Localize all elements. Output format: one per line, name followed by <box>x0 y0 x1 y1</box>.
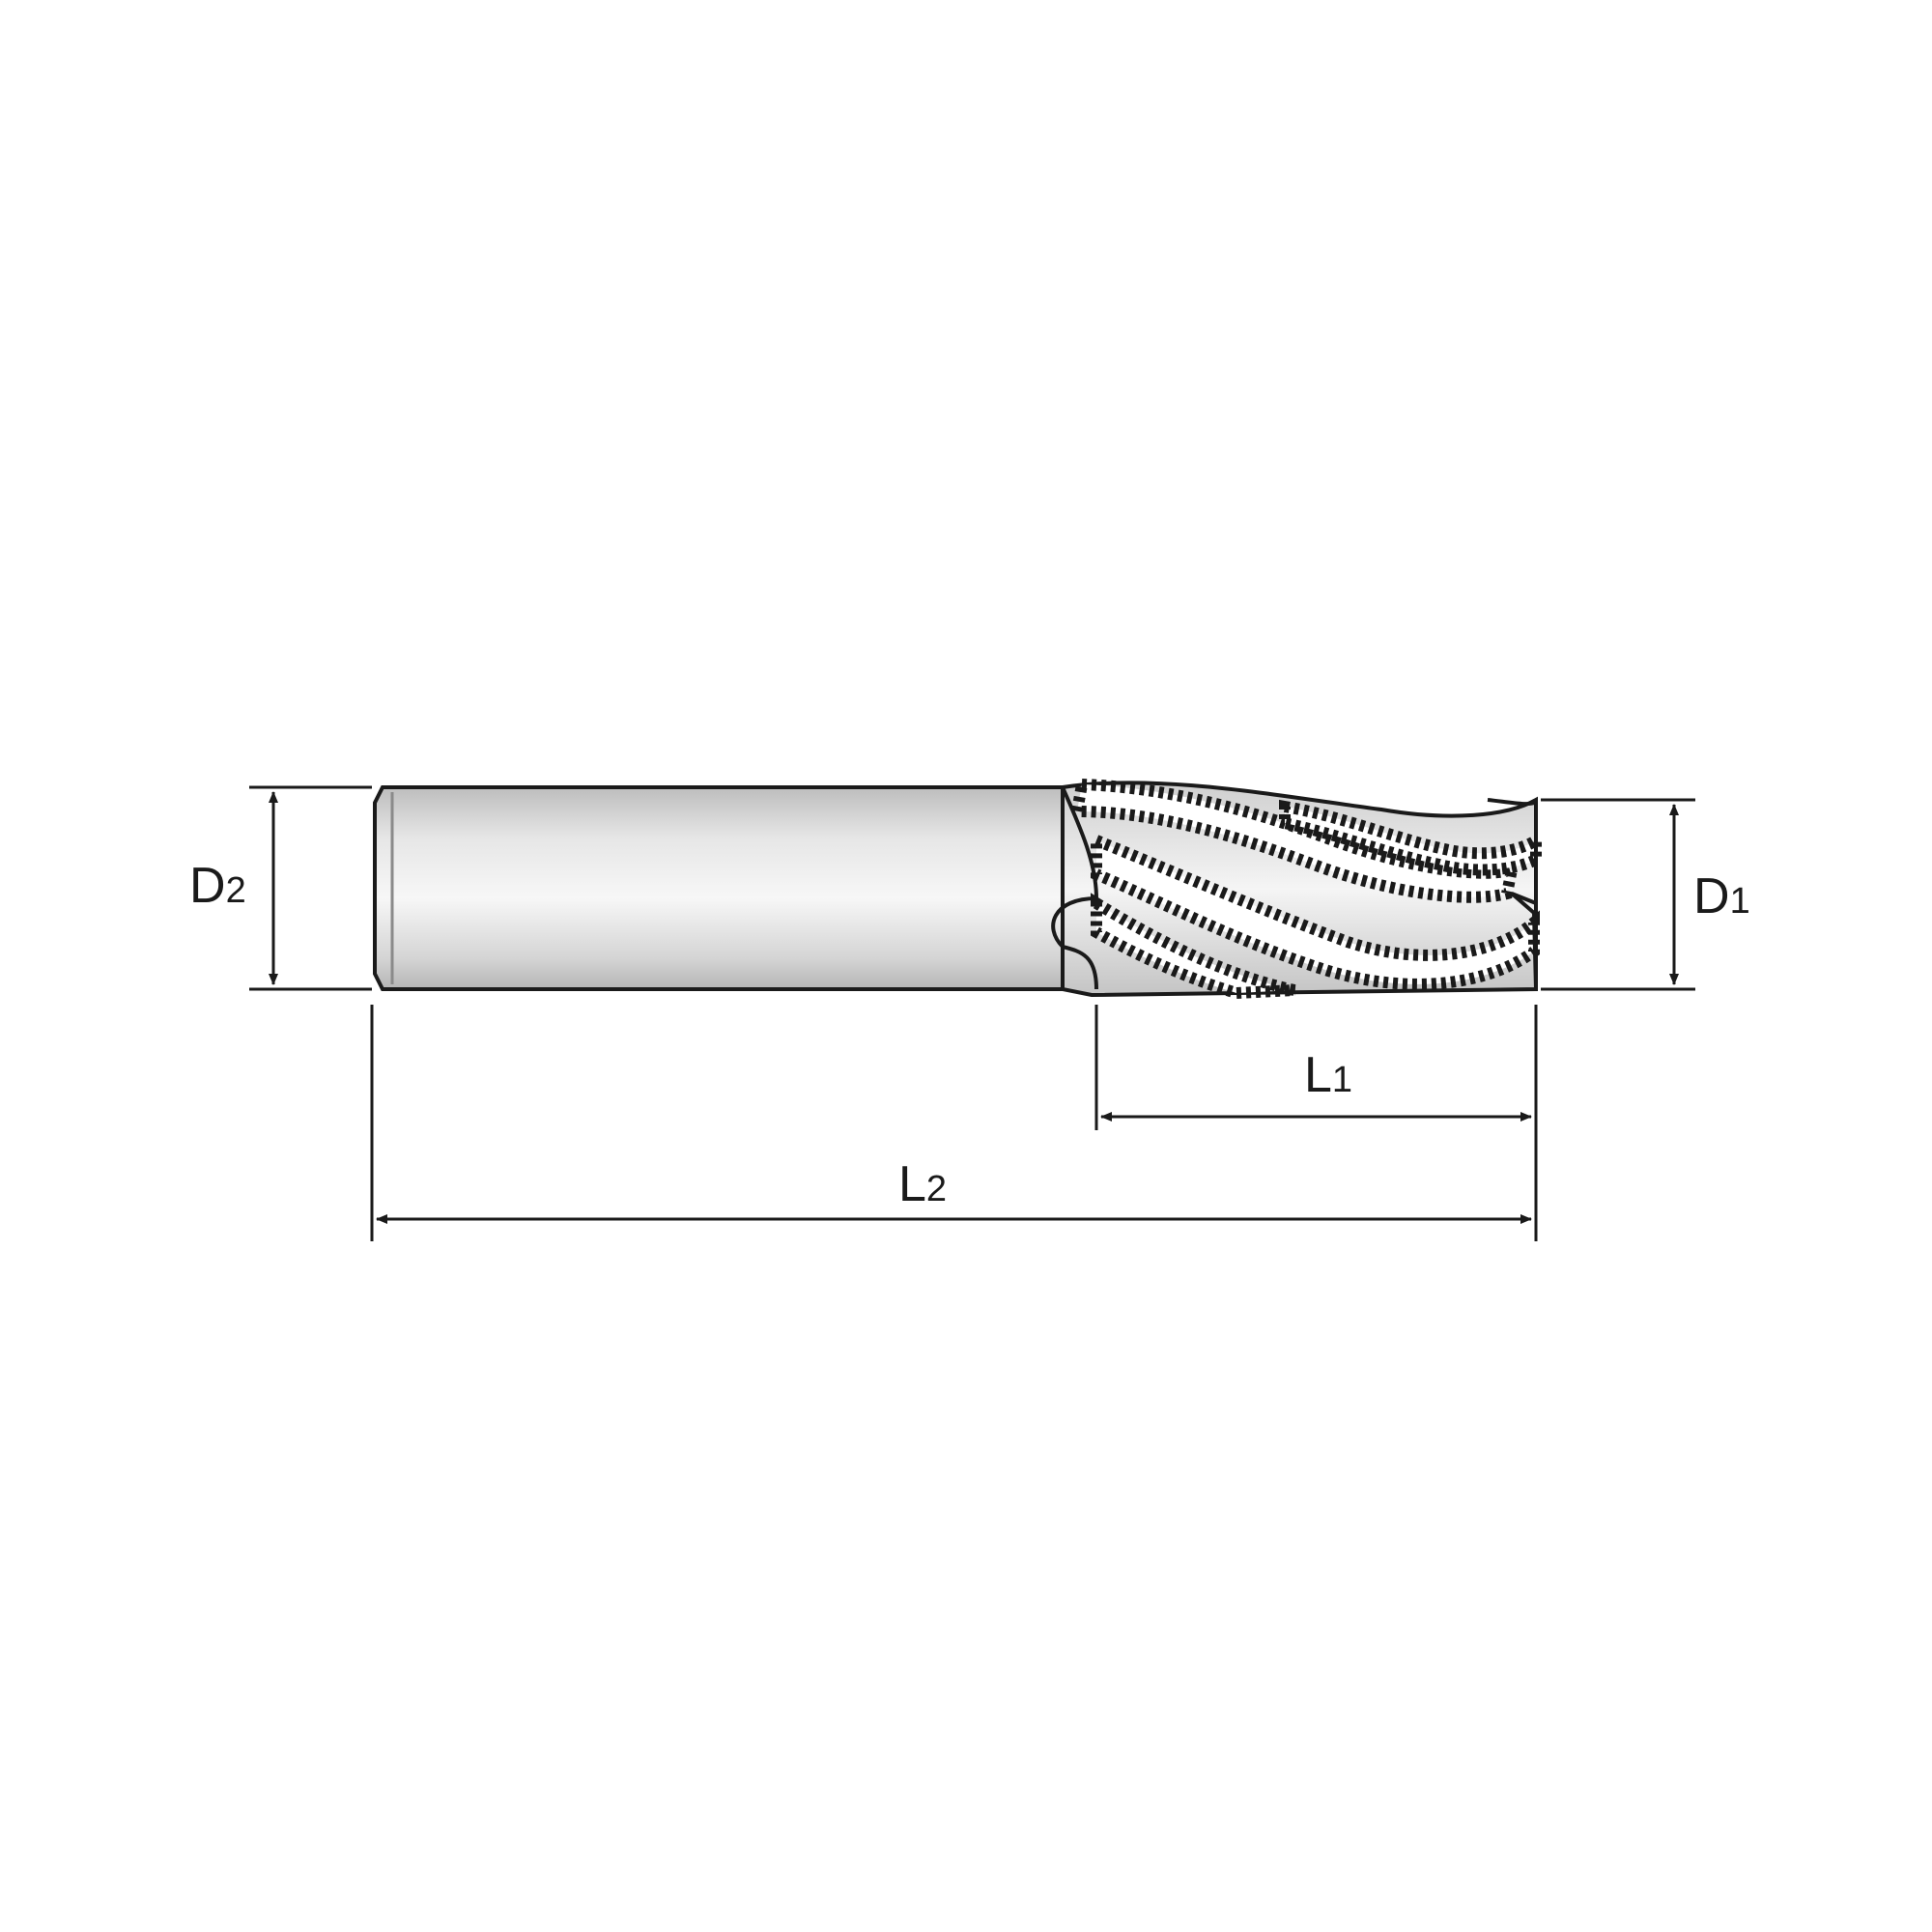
extension-lines <box>249 785 1695 1241</box>
l1-label: L1 <box>1304 1047 1352 1103</box>
flute-band <box>1091 893 1296 1000</box>
l2-label: L2 <box>898 1156 947 1212</box>
flute-band <box>1279 799 1542 876</box>
dimension-l1: L1 <box>1100 1047 1532 1122</box>
dimension-d2: D2 <box>189 791 278 985</box>
d1-label: D1 <box>1693 868 1750 924</box>
shank <box>373 785 1065 991</box>
flute-band <box>1069 778 1520 903</box>
dimension-l2: L2 <box>376 1156 1532 1224</box>
dimension-d1: D1 <box>1669 804 1750 985</box>
fluted-cutter <box>1051 778 1542 1000</box>
d2-label: D2 <box>189 858 246 914</box>
